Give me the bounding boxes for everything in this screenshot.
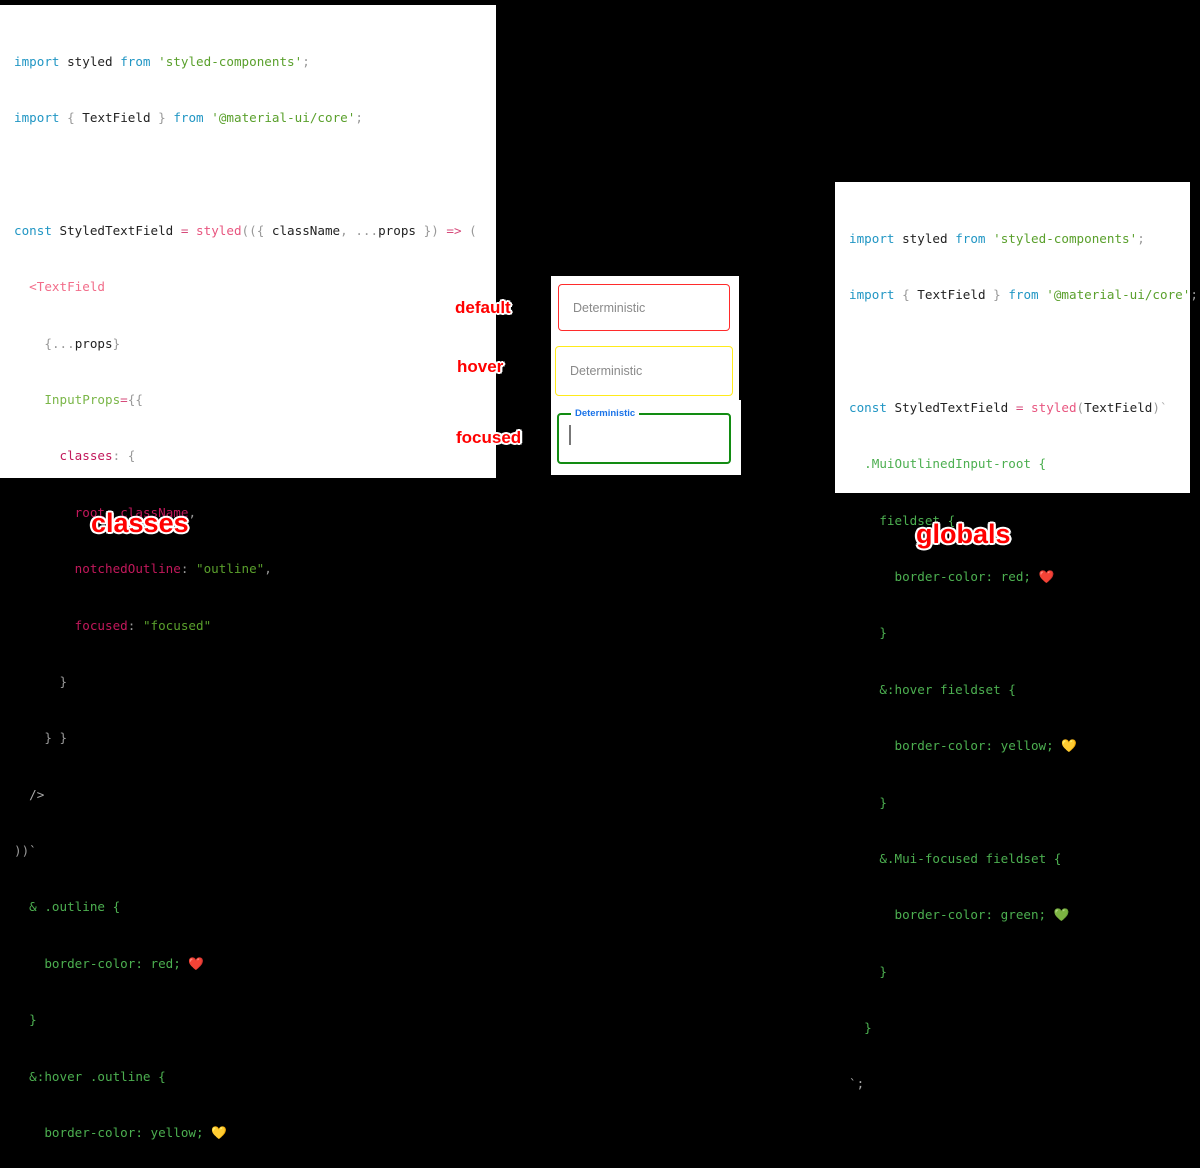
textfield-demo-hover: Deterministic (551, 342, 739, 400)
caption-classes: classes (91, 508, 189, 538)
code-panel-globals: import styled from 'styled-components'; … (835, 182, 1198, 1091)
code-line: const StyledTextField = styled(TextField… (849, 399, 1168, 415)
annotation-default: default (455, 298, 511, 317)
code-line: notchedOutline: "outline", (74, 561, 272, 577)
annotation-focused: focused (456, 428, 522, 447)
code-line: root: className, (74, 504, 197, 520)
code-line: /> (29, 786, 45, 802)
code-line: border-color: yellow; 💛 (894, 738, 1078, 754)
textfield-demo-default: Deterministic (551, 276, 739, 342)
text-caret (569, 425, 571, 445)
code-line: } (879, 625, 887, 641)
textfield-demo-focused: Deterministic (551, 400, 741, 475)
code-line: .MuiOutlinedInput-root { (864, 456, 1047, 472)
code-line: const StyledTextField = styled(({ classN… (14, 222, 477, 238)
textfield-demo-column: Deterministic Deterministic Deterministi… (551, 276, 741, 475)
code-line: border-color: red; ❤️ (894, 568, 1055, 584)
code-line: } } (44, 730, 68, 746)
code-line: import styled from 'styled-components'; (849, 230, 1145, 246)
code-line: } (879, 794, 887, 810)
code-line: <TextField (29, 279, 105, 295)
textfield-default[interactable]: Deterministic (558, 284, 730, 331)
code-line: border-color: green; 💚 (894, 907, 1070, 923)
textfield-focused-label: Deterministic (575, 408, 636, 419)
code-line: InputProps={{ (44, 391, 143, 407)
code-line: border-color: yellow; 💛 (44, 1125, 227, 1141)
code-line: `; (849, 1076, 865, 1092)
textfield-default-label: Deterministic (573, 300, 646, 315)
code-line: fieldset { (879, 512, 956, 528)
code-line: classes: { (59, 448, 136, 464)
code-line: {...props} (44, 335, 121, 351)
code-line: import styled from 'styled-components'; (14, 53, 310, 69)
code-line: import { TextField } from '@material-ui/… (14, 109, 363, 125)
code-line: focused: "focused" (74, 617, 212, 633)
code-panel-classes: import styled from 'styled-components'; … (0, 5, 496, 1140)
notched-outline: Deterministic (557, 409, 731, 464)
textfield-focused[interactable]: Deterministic (557, 409, 731, 464)
caption-globals: globals (916, 519, 1011, 549)
textfield-hover-label: Deterministic (570, 364, 643, 378)
annotation-hover: hover (457, 357, 504, 376)
code-line: } (864, 1020, 872, 1036)
code-line: } (29, 1012, 37, 1028)
code-line: & .outline { (29, 899, 121, 915)
code-line: border-color: red; ❤️ (44, 955, 205, 971)
textfield-hover[interactable]: Deterministic (555, 346, 733, 396)
code-line: &:hover fieldset { (879, 681, 1016, 697)
code-line: ))` (14, 843, 37, 859)
code-line (14, 165, 496, 184)
code-line: &:hover .outline { (29, 1068, 166, 1084)
code-line: } (879, 963, 887, 979)
code-line: import { TextField } from '@material-ui/… (849, 286, 1198, 302)
code-line: } (59, 673, 68, 689)
code-line (849, 342, 1190, 361)
code-line: &.Mui-focused fieldset { (879, 850, 1062, 866)
